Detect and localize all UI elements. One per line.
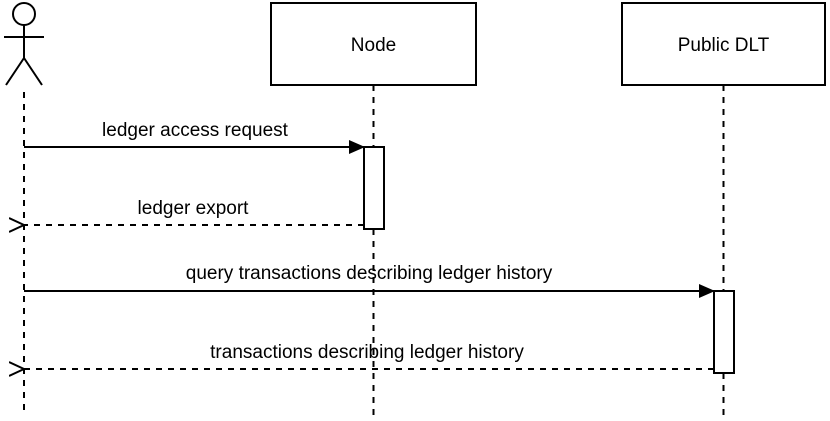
ledger-access-request-label: ledger access request [102, 120, 289, 141]
node-activation-bar [363, 146, 385, 230]
ledger-export-label: ledger export [138, 198, 250, 219]
actor-icon [4, 2, 44, 86]
dlt-participant-label: Public DLT [678, 35, 770, 56]
node-participant-label: Node [351, 35, 396, 56]
query-transactions-label: query transactions describing ledger his… [186, 263, 553, 284]
node-participant-box [270, 2, 477, 86]
transactions-history-label: transactions describing ledger history [210, 342, 524, 363]
dlt-participant-box [621, 2, 826, 86]
dlt-activation-bar [713, 290, 735, 374]
